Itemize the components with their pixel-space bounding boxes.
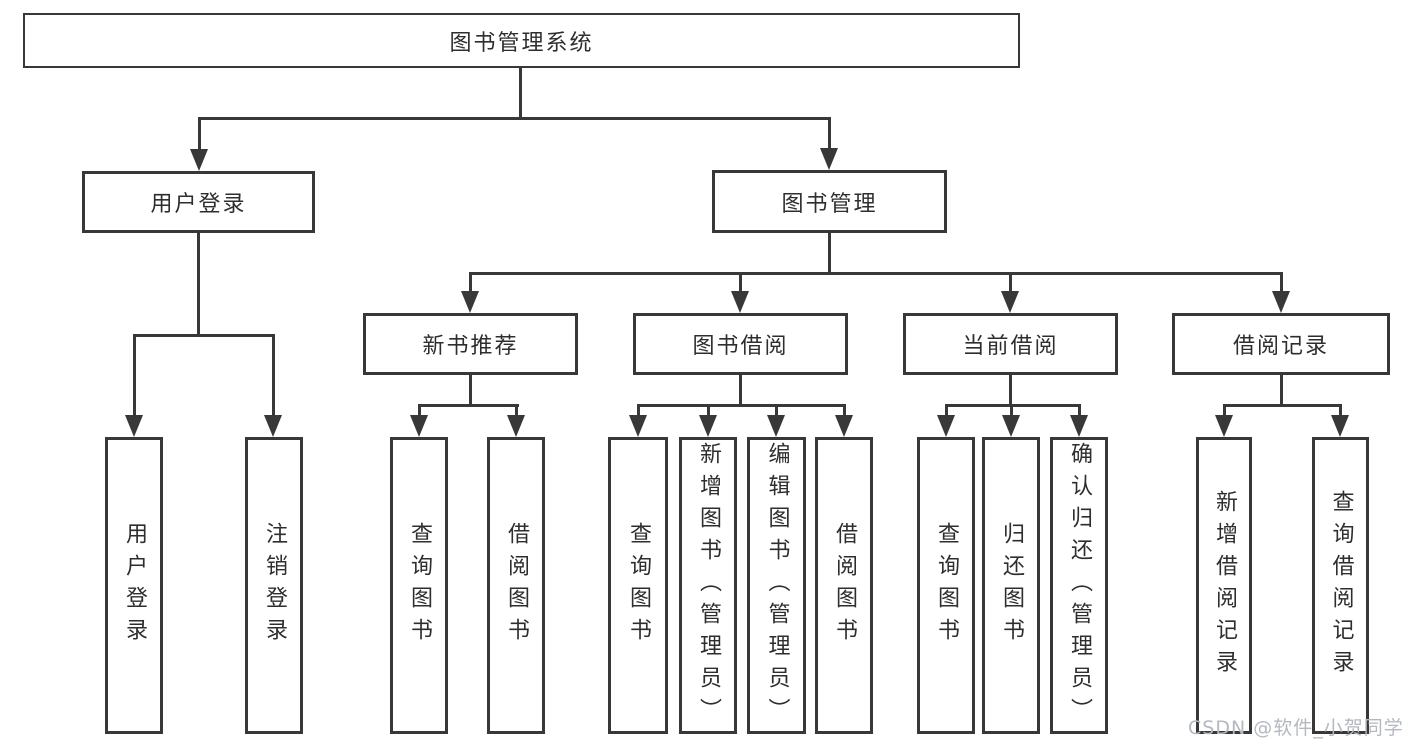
arrow-down-icon bbox=[410, 415, 428, 437]
connector-user-stem bbox=[197, 233, 200, 336]
arrow-down-icon bbox=[1002, 415, 1020, 437]
leaf-query-books: 查询图书 bbox=[608, 437, 668, 734]
connector-drop-book bbox=[828, 117, 831, 152]
connector-current-bar bbox=[945, 404, 1081, 407]
node-current-borrowing: 当前借阅 bbox=[903, 313, 1118, 375]
node-borrowing-records: 借阅记录 bbox=[1172, 313, 1390, 375]
connector-drop-user bbox=[198, 117, 201, 152]
arrow-down-icon bbox=[1215, 415, 1233, 437]
connector-drop-logout bbox=[272, 334, 275, 418]
arrow-down-icon bbox=[767, 415, 785, 437]
connector-drop bbox=[418, 404, 421, 418]
connector-drop bbox=[775, 404, 778, 418]
arrow-down-icon bbox=[1070, 415, 1088, 437]
leaf-return-books: 归还图书 bbox=[982, 437, 1040, 734]
csdn-watermark: CSDN @软件_小贺同学 bbox=[1188, 717, 1404, 739]
node-root: 图书管理系统 bbox=[23, 13, 1020, 68]
connector-drop bbox=[1078, 404, 1081, 418]
connector-borrow-bar bbox=[637, 404, 846, 407]
arrow-down-icon bbox=[835, 415, 853, 437]
leaf-query-borrow-record: 查询借阅记录 bbox=[1312, 437, 1369, 734]
connector-drop-newbook bbox=[469, 272, 472, 293]
arrow-down-icon bbox=[1001, 291, 1019, 313]
connector-drop-borrow bbox=[739, 272, 742, 293]
arrow-down-icon bbox=[264, 415, 282, 437]
leaf-edit-books-admin: 编辑图书（管理员） bbox=[747, 437, 806, 734]
connector-newbook-bar bbox=[418, 404, 519, 407]
leaf-borrow-books: 借阅图书 bbox=[487, 437, 545, 734]
leaf-logout: 注销登录 bbox=[245, 437, 303, 734]
leaf-add-books-admin: 新增图书（管理员） bbox=[679, 437, 737, 734]
leaf-borrow-books: 借阅图书 bbox=[815, 437, 873, 734]
leaf-query-books: 查询图书 bbox=[390, 437, 448, 734]
arrow-down-icon bbox=[629, 415, 647, 437]
leaf-add-borrow-record: 新增借阅记录 bbox=[1196, 437, 1252, 734]
arrow-down-icon bbox=[125, 415, 143, 437]
connector-drop bbox=[1010, 404, 1013, 418]
connector-root-bar bbox=[198, 117, 831, 120]
arrow-down-icon bbox=[1331, 415, 1349, 437]
node-book-management-branch: 图书管理 bbox=[712, 170, 947, 233]
arrow-down-icon bbox=[937, 415, 955, 437]
connector-drop-login bbox=[133, 334, 136, 418]
connector-drop-records bbox=[1280, 272, 1283, 293]
node-book-borrowing: 图书借阅 bbox=[633, 313, 848, 375]
arrow-down-icon bbox=[507, 415, 525, 437]
connector-drop bbox=[843, 404, 846, 418]
connector-drop bbox=[1223, 404, 1226, 418]
node-new-book-recommend: 新书推荐 bbox=[363, 313, 578, 375]
connector-borrow-stem bbox=[739, 375, 742, 406]
connector-drop bbox=[515, 404, 518, 418]
node-user-login-branch: 用户登录 bbox=[82, 171, 315, 233]
arrow-down-icon bbox=[820, 148, 838, 170]
connector-drop bbox=[1339, 404, 1342, 418]
connector-records-bar bbox=[1223, 404, 1342, 407]
connector-root-stem bbox=[519, 68, 522, 119]
connector-newbook-stem bbox=[469, 375, 472, 406]
connector-records-stem bbox=[1280, 375, 1283, 406]
connector-drop-current bbox=[1009, 272, 1012, 293]
connector-user-bar bbox=[133, 334, 275, 337]
connector-drop bbox=[707, 404, 710, 418]
leaf-query-books: 查询图书 bbox=[917, 437, 975, 734]
arrow-down-icon bbox=[1272, 291, 1290, 313]
connector-drop bbox=[637, 404, 640, 418]
connector-book-bar bbox=[469, 272, 1283, 275]
arrow-down-icon bbox=[699, 415, 717, 437]
connector-drop bbox=[945, 404, 948, 418]
arrow-down-icon bbox=[190, 149, 208, 171]
arrow-down-icon bbox=[731, 291, 749, 313]
arrow-down-icon bbox=[461, 291, 479, 313]
connector-current-stem bbox=[1009, 375, 1012, 406]
leaf-user-login: 用户登录 bbox=[105, 437, 163, 734]
connector-book-stem bbox=[828, 233, 831, 274]
leaf-confirm-return-admin: 确认归还（管理员） bbox=[1050, 437, 1108, 734]
